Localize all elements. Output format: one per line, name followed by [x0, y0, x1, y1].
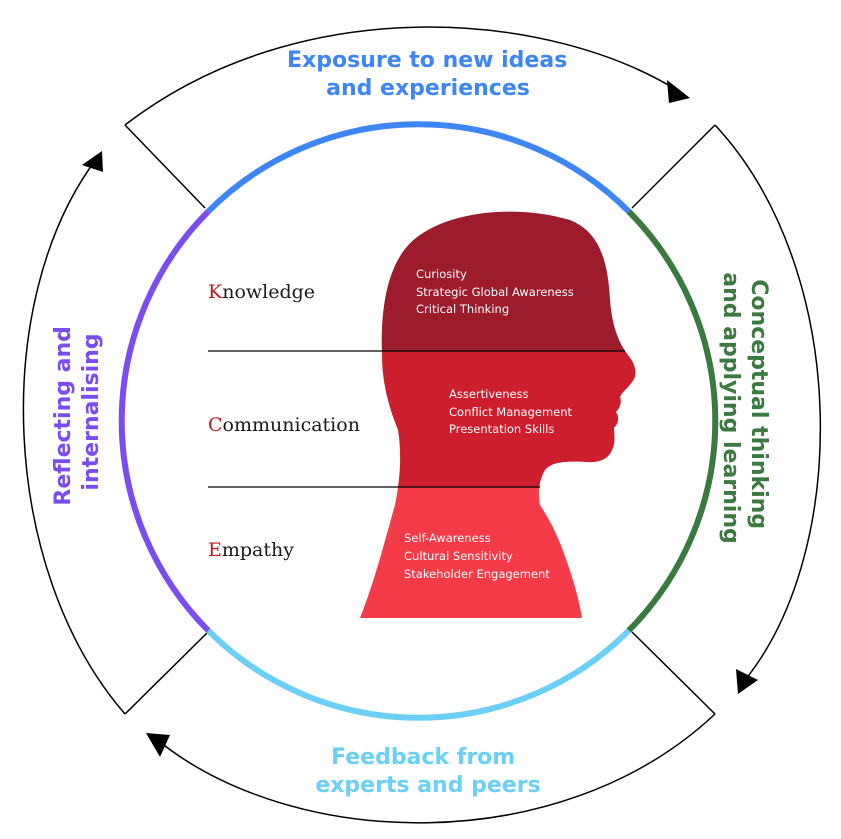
pillar-rest: mpathy [222, 539, 294, 561]
skill-item: Curiosity [416, 267, 467, 281]
phase-label-exposure: Exposure to new ideas and experiences [287, 48, 575, 101]
feedback-arrowhead-icon [146, 733, 170, 757]
exposure-arrow [124, 26, 681, 126]
phase-line: internalising [79, 333, 104, 490]
skill-item: Assertiveness [449, 387, 529, 401]
ring-arc-exposure [206, 121, 631, 214]
pillar-label-communication: Communication [208, 414, 360, 436]
phase-line: Conceptual thinking [746, 279, 771, 529]
skill-item: Conflict Management [449, 405, 573, 419]
pillar-initial: E [208, 539, 222, 561]
phase-label-conceptual: Conceptual thinking and applying learnin… [718, 272, 771, 544]
exposure-arrowhead-icon [667, 80, 690, 103]
pillar-label-knowledge: Knowledge [208, 281, 315, 303]
reflecting-arrowhead-icon [82, 151, 103, 172]
phase-line: Feedback from [331, 745, 515, 770]
arrowheads [82, 80, 758, 757]
pillar-rest: nowledge [222, 281, 315, 303]
ring-arc-reflecting [118, 209, 211, 633]
phase-label-feedback: Feedback from experts and peers [315, 745, 540, 798]
skills-empathy: Self-Awareness Cultural Sensitivity Stak… [404, 531, 550, 581]
phase-line: Reflecting and [51, 326, 76, 506]
conceptual-arrowhead-icon [736, 669, 758, 694]
skill-item: Cultural Sensitivity [404, 549, 513, 563]
skills-communication: Assertiveness Conflict Management Presen… [449, 387, 573, 436]
feedback-connector [631, 631, 716, 715]
skill-item: Strategic Global Awareness [416, 285, 574, 299]
ring-arc-conceptual [626, 209, 719, 633]
reflecting-connector [124, 631, 209, 715]
pillar-rest: ommunication [223, 414, 360, 436]
skills-knowledge: Curiosity Strategic Global Awareness Cri… [416, 267, 574, 316]
head-band-knowledge [360, 211, 636, 351]
ring-arc-feedback [206, 628, 631, 721]
phase-line: Exposure to new ideas [287, 48, 567, 73]
feedback-arrow [154, 713, 716, 824]
skill-item: Presentation Skills [449, 422, 554, 436]
outer-cycle [22, 26, 822, 824]
pillar-initial: C [208, 414, 223, 436]
conceptual-arrow [714, 124, 822, 681]
head-band-communication [360, 351, 636, 487]
phase-label-reflecting: Reflecting and internalising [51, 318, 104, 505]
inner-ring [118, 121, 719, 721]
skill-item: Self-Awareness [404, 531, 491, 545]
pillar-label-empathy: Empathy [208, 539, 294, 561]
exposure-connector [124, 124, 206, 209]
pillar-initial: K [208, 281, 223, 303]
skill-item: Critical Thinking [416, 302, 509, 316]
phase-line: and applying learning [718, 272, 743, 544]
skill-item: Stakeholder Engagement [404, 567, 550, 581]
phase-line: and experiences [326, 76, 530, 101]
conceptual-connector [631, 124, 716, 209]
reflecting-arrow [22, 157, 126, 715]
phase-line: experts and peers [315, 773, 540, 798]
